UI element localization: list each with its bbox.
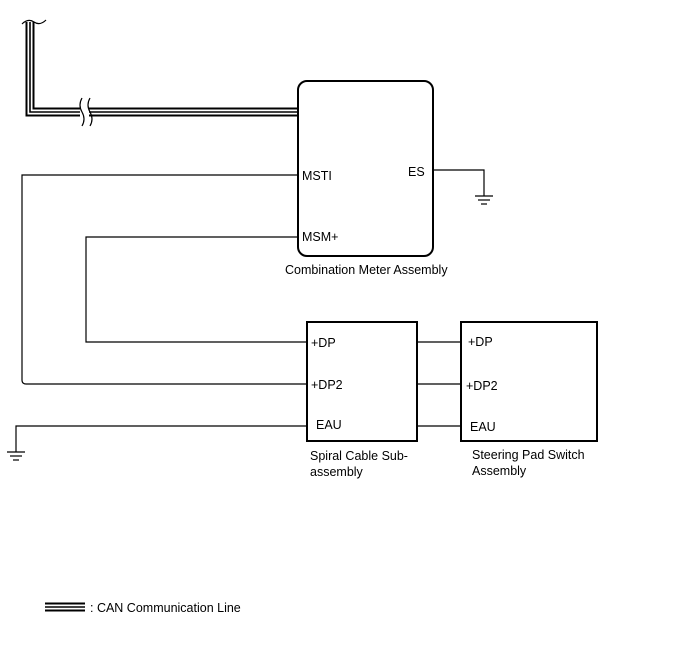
legend: : CAN Communication Line [45,601,241,615]
can-communication-line [21,19,298,127]
wire-msm-to-dp [85,236,307,343]
spiral-cable-label-line1: Spiral Cable Sub- [310,449,408,463]
legend-can-label: : CAN Communication Line [90,601,241,615]
pin-msti-label: MSTI [302,169,332,183]
pin-es-label: ES [408,165,425,179]
wire-msti-to-dp2 [21,174,307,385]
steering-pin-eau-label: EAU [470,420,496,434]
eau-ground-symbol [7,425,307,461]
combination-meter-assembly: MSTI MSM+ ES Combination Meter Assembly [285,80,448,277]
steering-pad-box [460,321,598,442]
spiral-pin-dp-label: +DP [311,336,336,350]
combination-meter-box [297,80,434,257]
spiral-pin-eau-label: EAU [316,418,342,432]
spiral-cable-label-line2: assembly [310,465,364,479]
steering-pad-label-line1: Steering Pad Switch [472,448,585,462]
pin-msm-plus-label: MSM+ [302,230,338,244]
spiral-cable-sub-assembly: +DP +DP2 EAU Spiral Cable Sub- assembly [306,321,418,479]
combination-meter-label: Combination Meter Assembly [285,263,448,277]
steering-pad-switch-assembly: +DP +DP2 EAU Steering Pad Switch Assembl… [460,321,598,478]
steering-pin-dp2-label: +DP2 [466,379,498,393]
spiral-pin-dp2-label: +DP2 [311,378,343,392]
steering-pad-label-line2: Assembly [472,464,527,478]
steering-pin-dp-label: +DP [468,335,493,349]
spiral-cable-box [306,321,418,442]
es-ground-symbol [433,169,493,205]
